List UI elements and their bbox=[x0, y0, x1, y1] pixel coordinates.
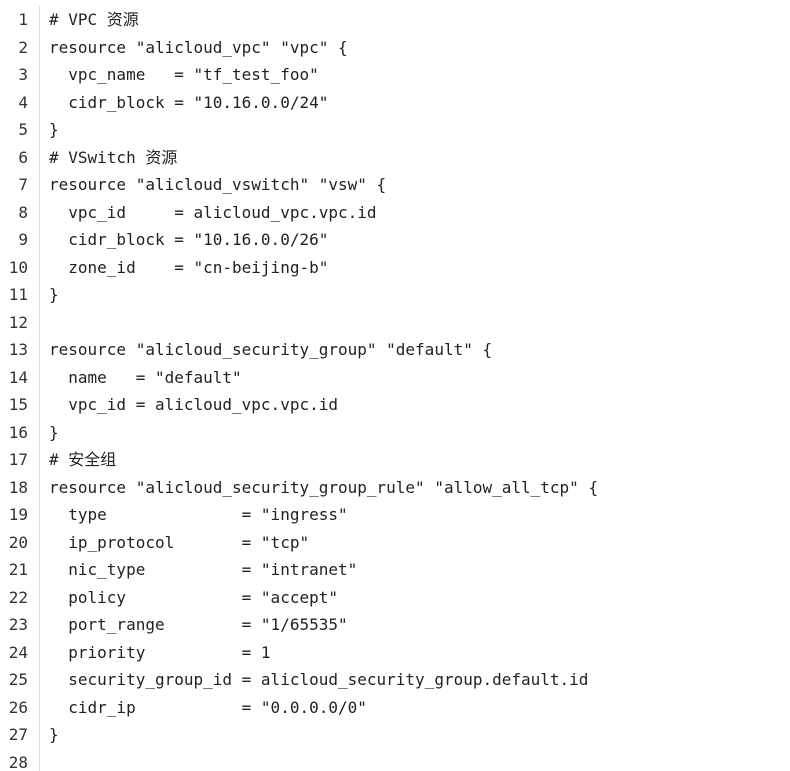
line-code: port_range = "1/65535" bbox=[49, 615, 348, 634]
line-code: resource "alicloud_security_group_rule" … bbox=[49, 477, 599, 497]
line-number: 25 bbox=[0, 666, 40, 694]
line-code: vpc_name = "tf_test_foo" bbox=[49, 65, 319, 84]
code-line: 25 security_group_id = alicloud_security… bbox=[0, 666, 790, 694]
line-number: 11 bbox=[0, 281, 40, 309]
line-number: 13 bbox=[0, 336, 40, 364]
line-code: zone_id = "cn-beijing-b" bbox=[49, 257, 329, 277]
line-code: cidr_block = "10.16.0.0/24" bbox=[49, 92, 329, 112]
line-number: 15 bbox=[0, 391, 40, 419]
line-number: 9 bbox=[0, 226, 40, 254]
code-line: 8 vpc_id = alicloud_vpc.vpc.id bbox=[0, 198, 790, 226]
line-number: 28 bbox=[0, 748, 40, 771]
code-line: 28 bbox=[0, 748, 790, 771]
line-code: resource "alicloud_vswitch" "vsw" { bbox=[49, 175, 387, 194]
line-code: vpc_id = alicloud_vpc.vpc.id bbox=[49, 202, 377, 222]
code-line: 2 resource "alicloud_vpc" "vpc" { bbox=[0, 33, 790, 61]
line-code: # VSwitch 资源 bbox=[49, 147, 178, 167]
code-line: 20 ip_protocol = "tcp" bbox=[0, 528, 790, 556]
code-line: 3 vpc_name = "tf_test_foo" bbox=[0, 61, 790, 89]
code-line: 17 # 安全组 bbox=[0, 446, 790, 474]
line-number: 22 bbox=[0, 583, 40, 611]
line-code: nic_type = "intranet" bbox=[49, 560, 358, 579]
code-line: 10 zone_id = "cn-beijing-b" bbox=[0, 253, 790, 281]
line-number: 6 bbox=[0, 143, 40, 171]
line-number: 12 bbox=[0, 308, 40, 336]
line-code: vpc_id = alicloud_vpc.vpc.id bbox=[49, 395, 338, 414]
code-line: 14 name = "default" bbox=[0, 363, 790, 391]
line-number: 20 bbox=[0, 528, 40, 556]
line-number: 17 bbox=[0, 446, 40, 474]
code-line: 23 port_range = "1/65535" bbox=[0, 611, 790, 639]
line-number: 2 bbox=[0, 33, 40, 61]
line-number: 5 bbox=[0, 116, 40, 144]
line-code: } bbox=[49, 285, 59, 304]
line-code: type = "ingress" bbox=[49, 505, 348, 524]
line-number: 7 bbox=[0, 171, 40, 199]
code-line: 13 resource "alicloud_security_group" "de… bbox=[0, 336, 790, 364]
line-code: resource "alicloud_vpc" "vpc" { bbox=[49, 37, 348, 57]
line-number: 4 bbox=[0, 88, 40, 116]
code-line: 6 # VSwitch 资源 bbox=[0, 143, 790, 171]
line-number: 18 bbox=[0, 473, 40, 501]
line-number: 21 bbox=[0, 556, 40, 584]
code-line: 18 resource "alicloud_security_group_rule… bbox=[0, 473, 790, 501]
code-line: 5} bbox=[0, 116, 790, 144]
line-code bbox=[40, 309, 49, 337]
line-code: cidr_ip = "0.0.0.0/0" bbox=[49, 697, 367, 717]
line-number: 19 bbox=[0, 501, 40, 529]
line-number: 3 bbox=[0, 61, 40, 89]
line-code: } bbox=[49, 725, 59, 744]
line-code: # VPC 资源 bbox=[49, 10, 139, 29]
line-code: # 安全组 bbox=[49, 450, 117, 469]
code-line: 21 nic_type = "intranet" bbox=[0, 556, 790, 584]
code-line: 16} bbox=[0, 418, 790, 446]
code-line: 4 cidr_block = "10.16.0.0/24" bbox=[0, 88, 790, 116]
line-number: 8 bbox=[0, 198, 40, 226]
line-number: 14 bbox=[0, 363, 40, 391]
code-line: 19 type = "ingress" bbox=[0, 501, 790, 529]
line-number: 26 bbox=[0, 693, 40, 721]
code-line: 26 cidr_ip = "0.0.0.0/0" bbox=[0, 693, 790, 721]
line-code bbox=[40, 749, 49, 771]
code-line: 15 vpc_id = alicloud_vpc.vpc.id bbox=[0, 391, 790, 419]
code-line: 27} bbox=[0, 721, 790, 749]
code-line: 24 priority = 1 bbox=[0, 638, 790, 666]
line-number: 10 bbox=[0, 253, 40, 281]
code-line: 11} bbox=[0, 281, 790, 309]
code-line: 22 policy = "accept" bbox=[0, 583, 790, 611]
code-line: 12 bbox=[0, 308, 790, 337]
line-code: policy = "accept" bbox=[49, 587, 338, 607]
code-line: 9 cidr_block = "10.16.0.0/26" bbox=[0, 226, 790, 254]
line-number: 16 bbox=[0, 418, 40, 446]
line-code: } bbox=[49, 120, 59, 139]
line-number: 23 bbox=[0, 611, 40, 639]
line-number: 24 bbox=[0, 638, 40, 666]
line-number: 1 bbox=[0, 6, 40, 34]
line-code: priority = 1 bbox=[49, 642, 271, 662]
code-line: 1 # VPC 资源 bbox=[0, 6, 790, 34]
line-code: security_group_id = alicloud_security_gr… bbox=[49, 670, 589, 689]
line-code: cidr_block = "10.16.0.0/26" bbox=[49, 230, 329, 249]
line-code: name = "default" bbox=[49, 367, 242, 387]
line-number: 27 bbox=[0, 721, 40, 749]
code-line: 7 resource "alicloud_vswitch" "vsw" { bbox=[0, 171, 790, 199]
line-code: resource "alicloud_security_group" "defa… bbox=[49, 340, 493, 359]
line-code: } bbox=[49, 422, 59, 442]
line-code: ip_protocol = "tcp" bbox=[49, 532, 310, 552]
